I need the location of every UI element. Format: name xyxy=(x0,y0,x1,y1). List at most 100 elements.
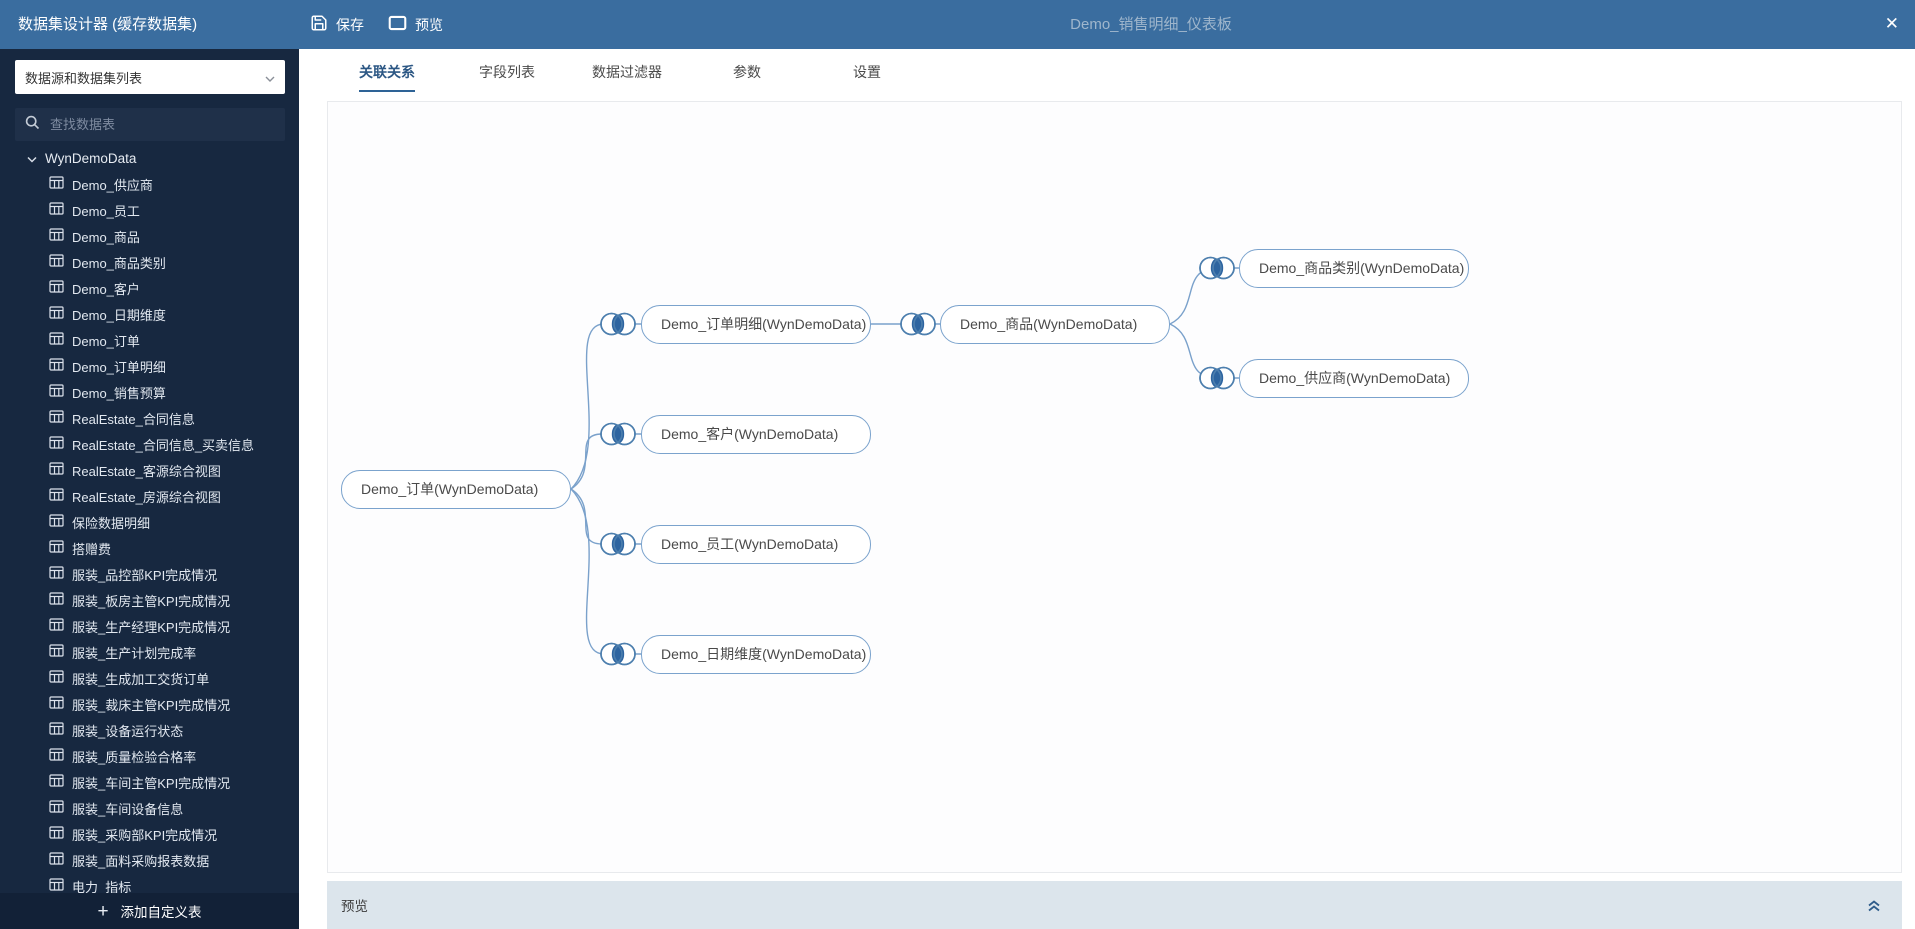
document-title: Demo_销售明细_仪表板 xyxy=(1070,16,1232,33)
tree-item-table[interactable]: 服装_生成加工交货订单 xyxy=(0,665,299,691)
join-icon-date-dim[interactable] xyxy=(597,638,639,670)
tree-item-table[interactable]: Demo_商品类别 xyxy=(0,249,299,275)
close-icon[interactable]: ✕ xyxy=(1884,14,1899,33)
tree-item-label: RealEstate_合同信息_买卖信息 xyxy=(72,437,255,453)
table-search[interactable] xyxy=(15,108,285,141)
table-tree: WynDemoData Demo_供应商 xyxy=(0,145,299,893)
node-demo-employee[interactable]: Demo_员工(WynDemoData) xyxy=(641,525,871,564)
tree-item-label: Demo_销售预算 xyxy=(72,385,166,401)
tab-field-list[interactable]: 字段列表 xyxy=(479,64,535,80)
tree-item-table[interactable]: 服装_设备运行状态 xyxy=(0,717,299,743)
tree-item-table[interactable]: 搭赠费 xyxy=(0,535,299,561)
tree-item-label: 服装_设备运行状态 xyxy=(72,723,184,739)
search-icon xyxy=(25,115,40,135)
tree-item-table[interactable]: Demo_员工 xyxy=(0,197,299,223)
tree-item-table[interactable]: Demo_销售预算 xyxy=(0,379,299,405)
tree-item-label: 电力_指标 xyxy=(72,879,132,894)
tree-root-label: WynDemoData xyxy=(45,150,137,166)
tree-item-table[interactable]: Demo_订单 xyxy=(0,327,299,353)
tree-item-table[interactable]: 服装_采购部KPI完成情况 xyxy=(0,821,299,847)
preview-button-label: 预览 xyxy=(415,16,443,33)
tree-item-table[interactable]: Demo_客户 xyxy=(0,275,299,301)
tree-item-label: Demo_日期维度 xyxy=(72,307,166,323)
tree-item-table[interactable]: 服装_面料采购报表数据 xyxy=(0,847,299,873)
app-title: 数据集设计器 (缓存数据集) xyxy=(18,16,198,33)
tree-item-label: Demo_订单明细 xyxy=(72,359,166,375)
join-icon-customer[interactable] xyxy=(597,418,639,450)
tree-item-label: 服装_板房主管KPI完成情况 xyxy=(72,593,231,609)
join-icon-product[interactable] xyxy=(897,308,939,340)
tree-item-label: 服装_面料采购报表数据 xyxy=(72,853,210,869)
save-button-label: 保存 xyxy=(336,16,364,33)
node-demo-order[interactable]: Demo_订单(WynDemoData) xyxy=(341,470,571,509)
tree-item-table[interactable]: RealEstate_合同信息 xyxy=(0,405,299,431)
table-icon xyxy=(49,592,64,608)
tab-relations[interactable]: 关联关系 xyxy=(327,49,447,92)
relation-canvas[interactable]: Demo_订单(WynDemoData) Demo_订单明细(WynDemoDa… xyxy=(327,101,1902,873)
tree-item-label: Demo_供应商 xyxy=(72,177,153,193)
tab-data-filter[interactable]: 数据过滤器 xyxy=(592,64,662,80)
tree-item-table[interactable]: 服装_生产计划完成率 xyxy=(0,639,299,665)
node-demo-category[interactable]: Demo_商品类别(WynDemoData) xyxy=(1239,249,1469,288)
table-icon xyxy=(49,280,64,296)
table-icon xyxy=(49,748,64,764)
table-icon xyxy=(49,826,64,842)
add-custom-table-label: 添加自定义表 xyxy=(120,905,202,920)
table-icon xyxy=(49,722,64,738)
join-icon-category[interactable] xyxy=(1196,252,1238,284)
tree-item-table[interactable]: Demo_供应商 xyxy=(0,171,299,197)
tab-parameters[interactable]: 参数 xyxy=(733,64,761,80)
table-icon xyxy=(49,488,64,504)
tab-settings[interactable]: 设置 xyxy=(853,64,881,80)
tree-item-table[interactable]: 服装_板房主管KPI完成情况 xyxy=(0,587,299,613)
tree-item-table[interactable]: RealEstate_合同信息_买卖信息 xyxy=(0,431,299,457)
table-icon xyxy=(49,514,64,530)
tree-item-table[interactable]: 服装_质量检验合格率 xyxy=(0,743,299,769)
table-icon xyxy=(49,436,64,452)
tree-item-table[interactable]: RealEstate_房源综合视图 xyxy=(0,483,299,509)
tree-item-table[interactable]: 保险数据明细 xyxy=(0,509,299,535)
tree-root-wyndemodata[interactable]: WynDemoData xyxy=(0,145,299,171)
chevron-down-icon xyxy=(265,70,275,85)
preview-button[interactable]: 预览 xyxy=(388,0,443,49)
join-icon-supplier[interactable] xyxy=(1196,362,1238,394)
tree-item-table[interactable]: 服装_车间主管KPI完成情况 xyxy=(0,769,299,795)
join-icon-employee[interactable] xyxy=(597,528,639,560)
tree-item-table[interactable]: RealEstate_客源综合视图 xyxy=(0,457,299,483)
tree-item-label: 服装_车间设备信息 xyxy=(72,801,184,817)
collapse-up-icon[interactable] xyxy=(1866,898,1882,912)
tree-item-label: Demo_订单 xyxy=(72,333,140,349)
tree-item-table[interactable]: 电力_指标 xyxy=(0,873,299,893)
table-icon xyxy=(49,878,64,893)
preview-panel-label: 预览 xyxy=(341,899,368,914)
tree-item-label: RealEstate_客源综合视图 xyxy=(72,463,221,479)
table-icon xyxy=(49,852,64,868)
search-input[interactable] xyxy=(50,117,260,132)
tree-item-table[interactable]: 服装_车间设备信息 xyxy=(0,795,299,821)
preview-panel-bar[interactable]: 预览 xyxy=(327,881,1902,929)
tree-item-label: 服装_生产经理KPI完成情况 xyxy=(72,619,231,635)
tree-item-label: 服装_生产计划完成率 xyxy=(72,645,197,661)
add-custom-table-button[interactable]: + 添加自定义表 xyxy=(0,893,299,929)
table-icon xyxy=(49,540,64,556)
tree-item-label: Demo_客户 xyxy=(72,281,140,297)
datasource-select[interactable]: 数据源和数据集列表 xyxy=(15,60,285,94)
tree-item-label: 保险数据明细 xyxy=(72,515,151,531)
node-demo-order-detail[interactable]: Demo_订单明细(WynDemoData) xyxy=(641,305,871,344)
tree-item-table[interactable]: Demo_订单明细 xyxy=(0,353,299,379)
tree-item-label: 服装_车间主管KPI完成情况 xyxy=(72,775,231,791)
save-button[interactable]: 保存 xyxy=(310,0,364,49)
join-icon-order-detail[interactable] xyxy=(597,308,639,340)
node-demo-date-dim[interactable]: Demo_日期维度(WynDemoData) xyxy=(641,635,871,674)
node-demo-supplier[interactable]: Demo_供应商(WynDemoData) xyxy=(1239,359,1469,398)
tree-item-table[interactable]: 服装_生产经理KPI完成情况 xyxy=(0,613,299,639)
tabs-bar: 关联关系 字段列表 数据过滤器 参数 设置 xyxy=(299,49,1915,92)
tree-item-label: Demo_员工 xyxy=(72,203,140,219)
tree-item-table[interactable]: Demo_日期维度 xyxy=(0,301,299,327)
tree-item-table[interactable]: 服装_品控部KPI完成情况 xyxy=(0,561,299,587)
table-icon xyxy=(49,384,64,400)
tree-item-table[interactable]: Demo_商品 xyxy=(0,223,299,249)
node-demo-customer[interactable]: Demo_客户(WynDemoData) xyxy=(641,415,871,454)
node-demo-product[interactable]: Demo_商品(WynDemoData) xyxy=(940,305,1170,344)
tree-item-table[interactable]: 服装_裁床主管KPI完成情况 xyxy=(0,691,299,717)
